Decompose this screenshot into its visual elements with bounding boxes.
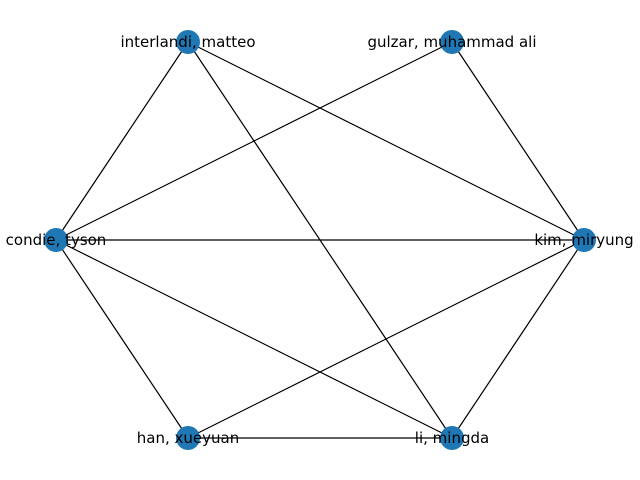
edge-kim-han xyxy=(187,239,585,439)
node-label-kim: kim, miryung xyxy=(534,231,633,249)
edge-gulzar-kim xyxy=(451,41,585,241)
node-label-interlandi: interlandi, matteo xyxy=(120,33,255,51)
edge-condie-li xyxy=(55,239,453,439)
edge-condie-han xyxy=(55,239,189,439)
node-label-han: han, xueyuan xyxy=(137,429,239,447)
edge-layer xyxy=(55,41,585,439)
node-li[interactable] xyxy=(440,426,464,450)
edge-kim-li xyxy=(451,239,585,439)
node-condie[interactable] xyxy=(44,228,68,252)
node-label-li: li, mingda xyxy=(415,429,489,447)
node-label-condie: condie, tyson xyxy=(6,231,107,249)
edge-interlandi-kim xyxy=(187,41,585,241)
label-layer: interlandi, matteo gulzar, muhammad ali co… xyxy=(6,33,634,447)
node-label-gulzar: gulzar, muhammad ali xyxy=(367,33,536,51)
node-han[interactable] xyxy=(176,426,200,450)
node-layer xyxy=(44,30,596,450)
node-gulzar[interactable] xyxy=(440,30,464,54)
edge-interlandi-condie xyxy=(55,41,189,241)
node-kim[interactable] xyxy=(572,228,596,252)
node-interlandi[interactable] xyxy=(176,30,200,54)
edge-gulzar-condie xyxy=(55,41,453,241)
